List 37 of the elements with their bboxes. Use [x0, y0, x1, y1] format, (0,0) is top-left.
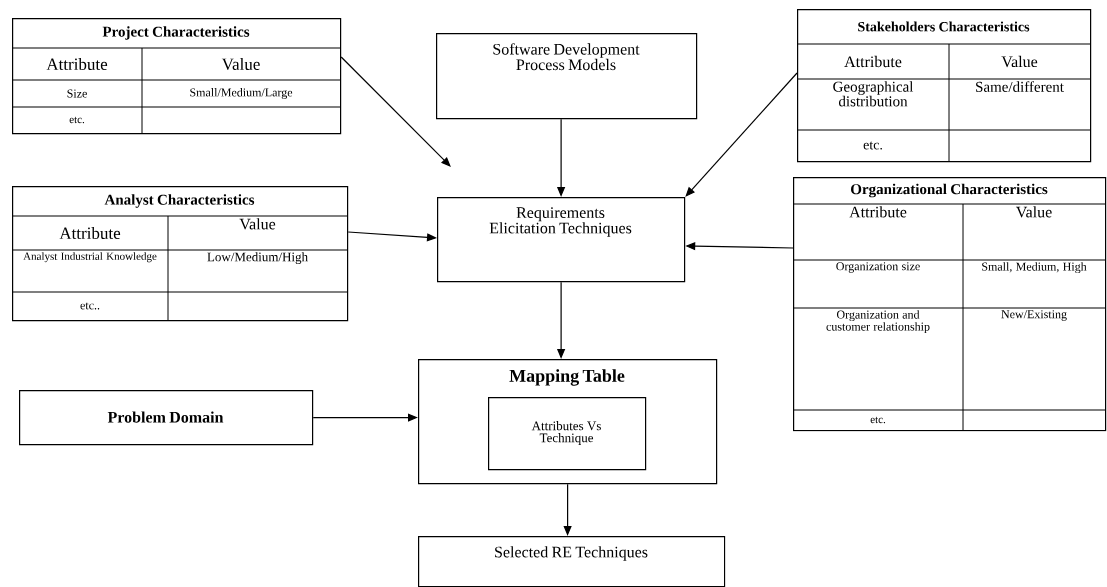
attribute-table	[792, 177, 1107, 432]
table-cell: Attribute	[844, 55, 902, 68]
attribute-table	[11, 186, 349, 322]
table-title: Analyst Characteristics	[104, 194, 255, 208]
process-box: Problem Domain	[19, 390, 314, 446]
table-cell: Value	[239, 218, 276, 230]
table-cell: Value	[221, 58, 260, 70]
table-cell: etc.	[863, 141, 882, 150]
table-title: Project Characteristics	[102, 26, 250, 40]
table-cell: etc.	[69, 116, 85, 124]
process-box: Software Development Process Models	[436, 33, 698, 120]
process-box: Selected RE Techniques	[418, 536, 726, 587]
table-cell: Attribute	[849, 206, 907, 218]
table-cell: Organization size	[836, 262, 920, 273]
table-cell: Size	[67, 89, 87, 98]
process-box: Requirements Elicitation Techniques	[437, 197, 686, 283]
attribute-table	[796, 9, 1092, 163]
table-title: Organizational Characteristics	[851, 183, 1048, 198]
table-cell: Small/Medium/Large	[190, 88, 293, 99]
table-cell: Attribute	[46, 58, 108, 70]
table-cell: Analyst Industrial Knowledge	[23, 252, 157, 263]
table-title: Stakeholders Characteristics	[858, 21, 1030, 32]
table-cell: Attribute	[59, 227, 121, 239]
table-cell: etc.	[870, 416, 886, 424]
table-cell: Same/different	[976, 81, 1064, 92]
table-cell: Value	[1015, 206, 1052, 218]
arrow	[685, 72, 798, 197]
table-cell: New/Existing	[1001, 310, 1067, 321]
table-cell: Value	[1001, 55, 1038, 68]
process-box: Attributes Vs Technique	[488, 397, 647, 471]
table-cell: Geographical distribution	[833, 81, 914, 107]
arrow	[340, 56, 451, 167]
table-cell: Small, Medium, High	[982, 262, 1087, 274]
table-cell: etc..	[80, 302, 100, 310]
table-cell: Low/Medium/High	[207, 252, 308, 265]
attribute-table	[11, 18, 342, 135]
table-cell: Organization and customer relationship	[826, 310, 930, 334]
